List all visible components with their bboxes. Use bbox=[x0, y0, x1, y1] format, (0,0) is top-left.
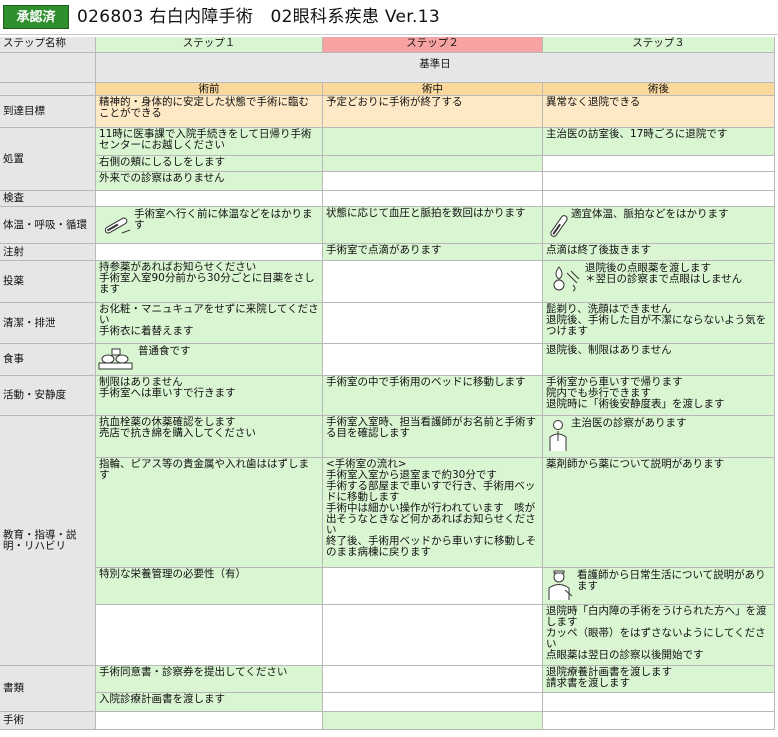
step3-header[interactable]: ステップ３ bbox=[543, 37, 775, 53]
page-title: 026803 右白内障手術 02眼科系疾患 Ver.13 bbox=[77, 7, 440, 27]
meal-step3: 退院後、制限はありません bbox=[543, 344, 775, 376]
injection-step3: 点滴は終了後抜きます bbox=[543, 244, 775, 261]
education-step2-c bbox=[323, 568, 543, 605]
education-step1-a: 抗血栓薬の休薬確認をします 売店で抗き綿を購入してください bbox=[96, 416, 323, 458]
base-day: 基準日 bbox=[96, 53, 775, 83]
row-label-hygiene: 清潔・排泄 bbox=[0, 303, 96, 344]
hygiene-step2 bbox=[323, 303, 543, 344]
education-step3-c: 看護師から日常生活について説明があります bbox=[543, 568, 775, 605]
medication-step1: 持参薬があればお知らせください 手術室入室90分前から30分ごとに目薬をさします bbox=[96, 261, 323, 303]
goal-step3: 異常なく退院できる bbox=[543, 96, 775, 128]
treatment-step2-a bbox=[323, 128, 543, 156]
row-label-treatment: 処置 bbox=[0, 128, 96, 191]
documents-step1-a: 手術同意書・診察券を提出してください bbox=[96, 666, 323, 693]
meal-step1: 普通食です bbox=[96, 344, 323, 376]
step2-header[interactable]: ステップ２ bbox=[323, 37, 543, 53]
vitals-step1: 手術室へ行く前に体温などをはかります bbox=[96, 207, 323, 244]
row-label-medication: 投薬 bbox=[0, 261, 96, 303]
documents-step1-b: 入院診療計画書を渡します bbox=[96, 693, 323, 712]
exam-step3 bbox=[543, 191, 775, 207]
goal-step2: 予定どおりに手術が終了する bbox=[323, 96, 543, 128]
phase-post: 術後 bbox=[543, 83, 775, 96]
treatment-step3-b bbox=[543, 156, 775, 172]
meal-tray-icon bbox=[98, 348, 133, 370]
documents-step3-b bbox=[543, 693, 775, 712]
row-label-exam: 検査 bbox=[0, 191, 96, 207]
activity-step3: 手術室から車いすで帰ります 院内でも歩行できます 退院時に「術後安静度表」を渡し… bbox=[543, 376, 775, 416]
meal-step1-text: 普通食です bbox=[138, 345, 191, 357]
hygiene-step3: 髭剃り、洗顔はできません 退院後、手術した目が不潔にならないよう気をつけます bbox=[543, 303, 775, 344]
vitals-step3-text: 適宜体温、脈拍などをはかります bbox=[571, 208, 729, 220]
treatment-step3-c bbox=[543, 172, 775, 191]
treatment-step1-a: 11時に医事課で入院手続きをして日帰り手術センターにお越しください bbox=[96, 128, 323, 156]
surgery-step1 bbox=[96, 712, 323, 730]
treatment-step2-c bbox=[323, 172, 543, 191]
row-label-injection: 注射 bbox=[0, 244, 96, 261]
education-step2-b: <手術室の流れ> 手術室入室から退室まで約30分です 手術する部屋まで車いすで行… bbox=[323, 458, 543, 568]
step-name-header: ステップ名称 bbox=[0, 37, 96, 53]
vitals-step1-text: 手術室へ行く前に体温などをはかります bbox=[134, 208, 313, 231]
step1-header[interactable]: ステップ１ bbox=[96, 37, 323, 53]
medication-step3: 退院後の点眼薬を渡します ＊翌日の診察まで点眼はしません bbox=[543, 261, 775, 303]
goal-step1: 精神的・身体的に安定した状態で手術に臨むことができる bbox=[96, 96, 323, 128]
row-label-goal: 到達目標 bbox=[0, 96, 96, 128]
row-label-meal: 食事 bbox=[0, 344, 96, 376]
education-step3-d: 退院時「白内障の手術をうけられた方へ」を渡します カッペ（眼帯）をはずさないよう… bbox=[543, 605, 775, 666]
doctor-icon bbox=[549, 420, 567, 451]
education-step3-a-text: 主治医の診察があります bbox=[571, 417, 687, 429]
education-step2-d bbox=[323, 605, 543, 666]
education-step3-b: 薬剤師から薬について説明があります bbox=[543, 458, 775, 568]
medication-step3-text: 退院後の点眼薬を渡します ＊翌日の診察まで点眼はしません bbox=[585, 262, 743, 285]
documents-step2-b bbox=[323, 693, 543, 712]
treatment-step3-a: 主治医の訪室後、17時ごろに退院です bbox=[543, 128, 775, 156]
education-step1-d bbox=[96, 605, 323, 666]
approved-badge: 承認済 bbox=[3, 5, 69, 29]
surgery-step3 bbox=[543, 712, 775, 730]
row-label-activity: 活動・安静度 bbox=[0, 376, 96, 416]
row-label-documents: 書類 bbox=[0, 666, 96, 712]
surgery-step2 bbox=[323, 712, 543, 730]
education-step3-a: 主治医の診察があります bbox=[543, 416, 775, 458]
injection-step2: 手術室で点滴があります bbox=[323, 244, 543, 261]
eye-drop-icon bbox=[553, 266, 580, 292]
exam-step1 bbox=[96, 191, 323, 207]
phase-label-blank bbox=[0, 83, 96, 96]
education-step2-a: 手術室入室時、担当看護師がお名前と手術する目を確認します bbox=[323, 416, 543, 458]
title-bar: 承認済 026803 右白内障手術 02眼科系疾患 Ver.13 bbox=[0, 0, 778, 35]
nurse-icon bbox=[548, 570, 573, 600]
vitals-step2: 状態に応じて血圧と脈拍を数回はかります bbox=[323, 207, 543, 244]
meal-step2 bbox=[323, 344, 543, 376]
row-label-vitals: 体温・呼吸・循環 bbox=[0, 207, 96, 244]
row-label-surgery: 手術 bbox=[0, 712, 96, 730]
treatment-step1-b: 右側の頬にしるしをします bbox=[96, 156, 323, 172]
blank-label bbox=[0, 53, 96, 83]
treatment-step2-b bbox=[323, 156, 543, 172]
documents-step2-a bbox=[323, 666, 543, 693]
phase-pre: 術前 bbox=[96, 83, 323, 96]
education-step3-c-text: 看護師から日常生活について説明があります bbox=[577, 569, 766, 592]
phase-intra: 術中 bbox=[323, 83, 543, 96]
thermometer-icon bbox=[104, 217, 131, 234]
documents-step3-a: 退院療養計画書を渡します 請求書を渡します bbox=[543, 666, 775, 693]
vitals-step3: 適宜体温、脈拍などをはかります bbox=[543, 207, 775, 244]
activity-step1: 制限はありません 手術室へは車いすで行きます bbox=[96, 376, 323, 416]
row-label-education: 教育・指導・説明・リハビリ bbox=[0, 416, 96, 666]
exam-step2 bbox=[323, 191, 543, 207]
activity-step2: 手術室の中で手術用のベッドに移動します bbox=[323, 376, 543, 416]
education-step1-c: 特別な栄養管理の必要性（有） bbox=[96, 568, 323, 605]
hygiene-step1: お化粧・マニュキュアをせずに来院してください 手術衣に着替えます bbox=[96, 303, 323, 344]
injection-step1 bbox=[96, 244, 323, 261]
thermometer-icon bbox=[550, 215, 568, 237]
education-step1-b: 指輪、ピアス等の貴金属や入れ歯ははずします bbox=[96, 458, 323, 568]
medication-step2 bbox=[323, 261, 543, 303]
treatment-step1-c: 外来での診察はありません bbox=[96, 172, 323, 191]
